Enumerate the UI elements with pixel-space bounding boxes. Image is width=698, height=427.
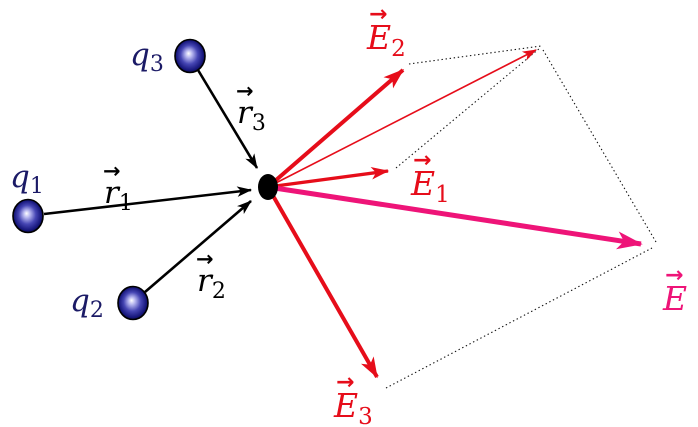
r2-letter: r bbox=[197, 263, 214, 299]
position-vector-r2 bbox=[144, 200, 252, 293]
charge-q3-sphere bbox=[174, 38, 206, 74]
r3-subscript: 3 bbox=[252, 111, 266, 136]
E1-letter: E bbox=[410, 164, 435, 203]
q3-subscript: 3 bbox=[150, 52, 164, 77]
r2-vector-hat: → bbox=[196, 247, 214, 271]
label-E: E bbox=[662, 279, 687, 318]
q2-subscript: 2 bbox=[90, 298, 104, 323]
position-vector-r1 bbox=[43, 186, 253, 216]
position-vector-r3 bbox=[196, 69, 259, 169]
label-q3: q3 bbox=[130, 37, 164, 77]
E1-subscript: 1 bbox=[435, 182, 450, 208]
label-r3: r3 bbox=[237, 95, 266, 136]
r2-subscript: 2 bbox=[212, 279, 226, 304]
E3-subscript: 3 bbox=[358, 404, 373, 427]
E2-letter: E bbox=[366, 18, 391, 57]
r3-vector-hat: → bbox=[236, 79, 254, 103]
partial-sum-vector-E1plusE2 bbox=[267, 49, 537, 188]
charge-q2-sphere bbox=[117, 285, 149, 321]
label-r1: r1 bbox=[104, 175, 133, 216]
E3-vector-hat: → bbox=[336, 370, 354, 395]
field-vector-E3 bbox=[266, 186, 379, 379]
r3-letter: r bbox=[237, 95, 254, 131]
field-point-dot bbox=[258, 174, 278, 200]
label-q1: q1 bbox=[10, 159, 44, 199]
E3-letter: E bbox=[333, 386, 358, 425]
r1-letter: r bbox=[104, 175, 121, 211]
construction-line-E3tip-to-Etip bbox=[385, 247, 653, 389]
label-E3: E3 bbox=[333, 386, 373, 427]
construction-line-sum-to-Etip bbox=[542, 49, 657, 243]
label-r2: r2 bbox=[197, 263, 226, 304]
E-letter: E bbox=[662, 279, 687, 318]
field-vector-E1 bbox=[267, 166, 390, 189]
label-E1: E1 bbox=[410, 164, 450, 208]
r1-vector-hat: → bbox=[103, 159, 121, 183]
q1-letter: q bbox=[10, 159, 30, 195]
resultant-vector-E bbox=[267, 184, 643, 250]
E1-vector-hat: → bbox=[413, 148, 431, 173]
q3-letter: q bbox=[130, 37, 150, 73]
E-vector-hat: → bbox=[665, 263, 683, 288]
E2-vector-hat: → bbox=[369, 2, 387, 27]
charge-q1-sphere bbox=[12, 198, 44, 234]
field-vector-E2 bbox=[266, 68, 405, 189]
construction-line-E2tip-to-sum bbox=[408, 45, 542, 65]
label-q2: q2 bbox=[70, 283, 104, 323]
E2-subscript: 2 bbox=[391, 36, 406, 62]
r1-subscript: 1 bbox=[119, 191, 133, 216]
construction-line-E1tip-to-sum bbox=[395, 47, 541, 169]
q2-letter: q bbox=[70, 283, 90, 319]
label-E2: E2 bbox=[366, 18, 406, 62]
q1-subscript: 1 bbox=[30, 174, 44, 199]
